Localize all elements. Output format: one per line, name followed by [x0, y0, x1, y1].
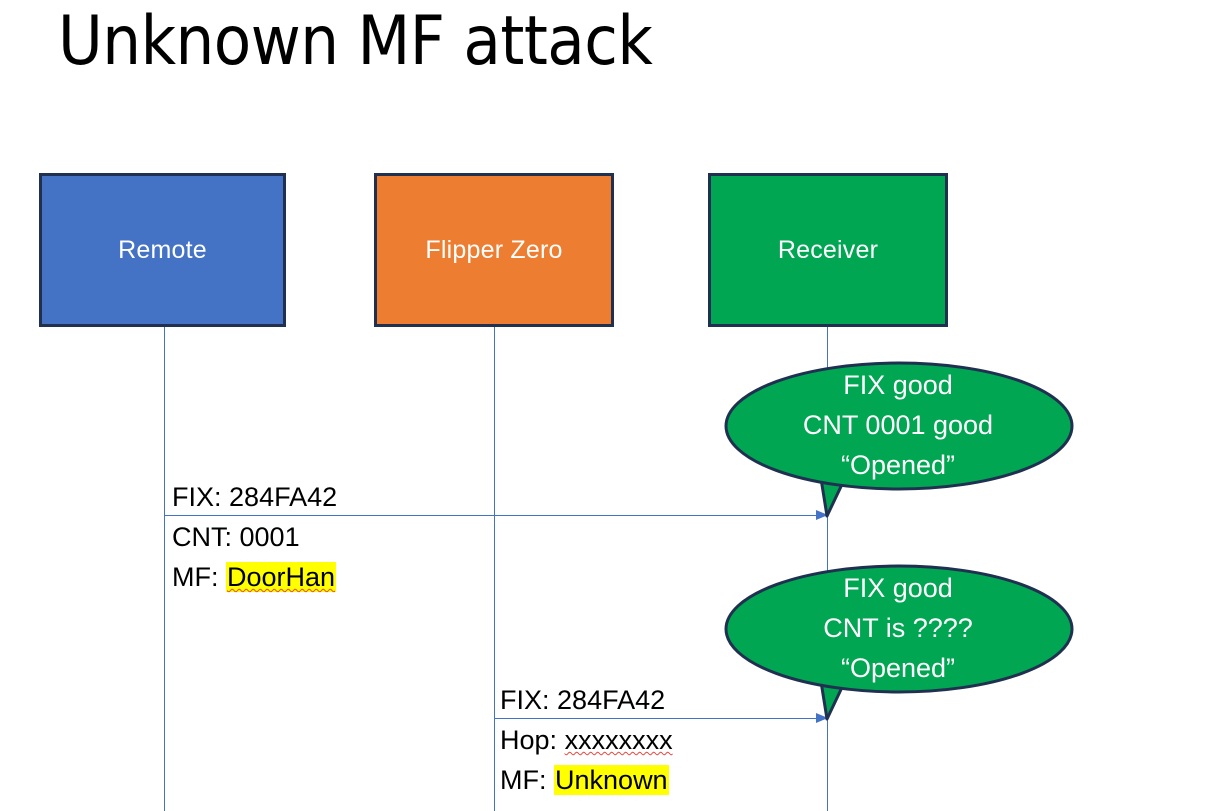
callout-first-reply: FIX good CNT 0001 good “Opened”: [718, 356, 1078, 524]
message-line-fix-value: 284FA42: [229, 482, 338, 512]
message-line-fix: FIX: 284FA42: [172, 477, 337, 517]
message-arrow-flipper-to-receiver: [494, 713, 828, 723]
message-line-mf-value-highlighted: DoorHan: [226, 562, 337, 592]
actor-box-receiver[interactable]: Receiver: [708, 173, 948, 327]
message-line-cnt-value: 0001: [239, 522, 300, 552]
message2-line-hop-value: xxxxxxxx: [564, 725, 673, 755]
lifeline-receiver: [827, 327, 828, 811]
message2-line-fix-label: FIX:: [500, 685, 550, 715]
message-text-flipper-to-receiver: FIX: 284FA42 Hop: xxxxxxxx MF: Unknown: [500, 680, 673, 800]
message2-line-mf: MF: Unknown: [500, 760, 673, 800]
message-line-cnt: CNT: 0001: [172, 517, 337, 557]
lifeline-remote: [164, 327, 165, 811]
actor-label-flipper: Flipper Zero: [425, 235, 563, 264]
actor-box-flipper[interactable]: Flipper Zero: [374, 173, 614, 327]
message2-line-fix-value: 284FA42: [557, 685, 666, 715]
message-arrow-remote-to-receiver: [164, 510, 828, 520]
message2-line-hop-label: Hop:: [500, 725, 558, 755]
message-line-cnt-label: CNT:: [172, 522, 232, 552]
message-line-mf: MF: DoorHan: [172, 557, 337, 597]
message2-line-hop: Hop: xxxxxxxx: [500, 720, 673, 760]
lifeline-flipper: [494, 327, 495, 811]
message2-line-mf-value-highlighted: Unknown: [554, 765, 669, 795]
message-text-remote-to-receiver: FIX: 284FA42 CNT: 0001 MF: DoorHan: [172, 477, 337, 597]
page-title: Unknown MF attack: [58, 2, 653, 81]
message2-line-mf-label: MF:: [500, 765, 547, 795]
message2-line-fix: FIX: 284FA42: [500, 680, 673, 720]
callout-bubble-shape-2: [724, 564, 1074, 721]
callout-bubble-shape: [724, 361, 1074, 518]
actor-label-receiver: Receiver: [777, 235, 879, 264]
callout-second-reply: FIX good CNT is ???? “Opened”: [718, 559, 1078, 727]
actor-box-remote[interactable]: Remote: [39, 173, 286, 327]
message-line-fix-label: FIX:: [172, 482, 222, 512]
message-line-mf-label: MF:: [172, 562, 219, 592]
actor-label-remote: Remote: [118, 235, 207, 264]
